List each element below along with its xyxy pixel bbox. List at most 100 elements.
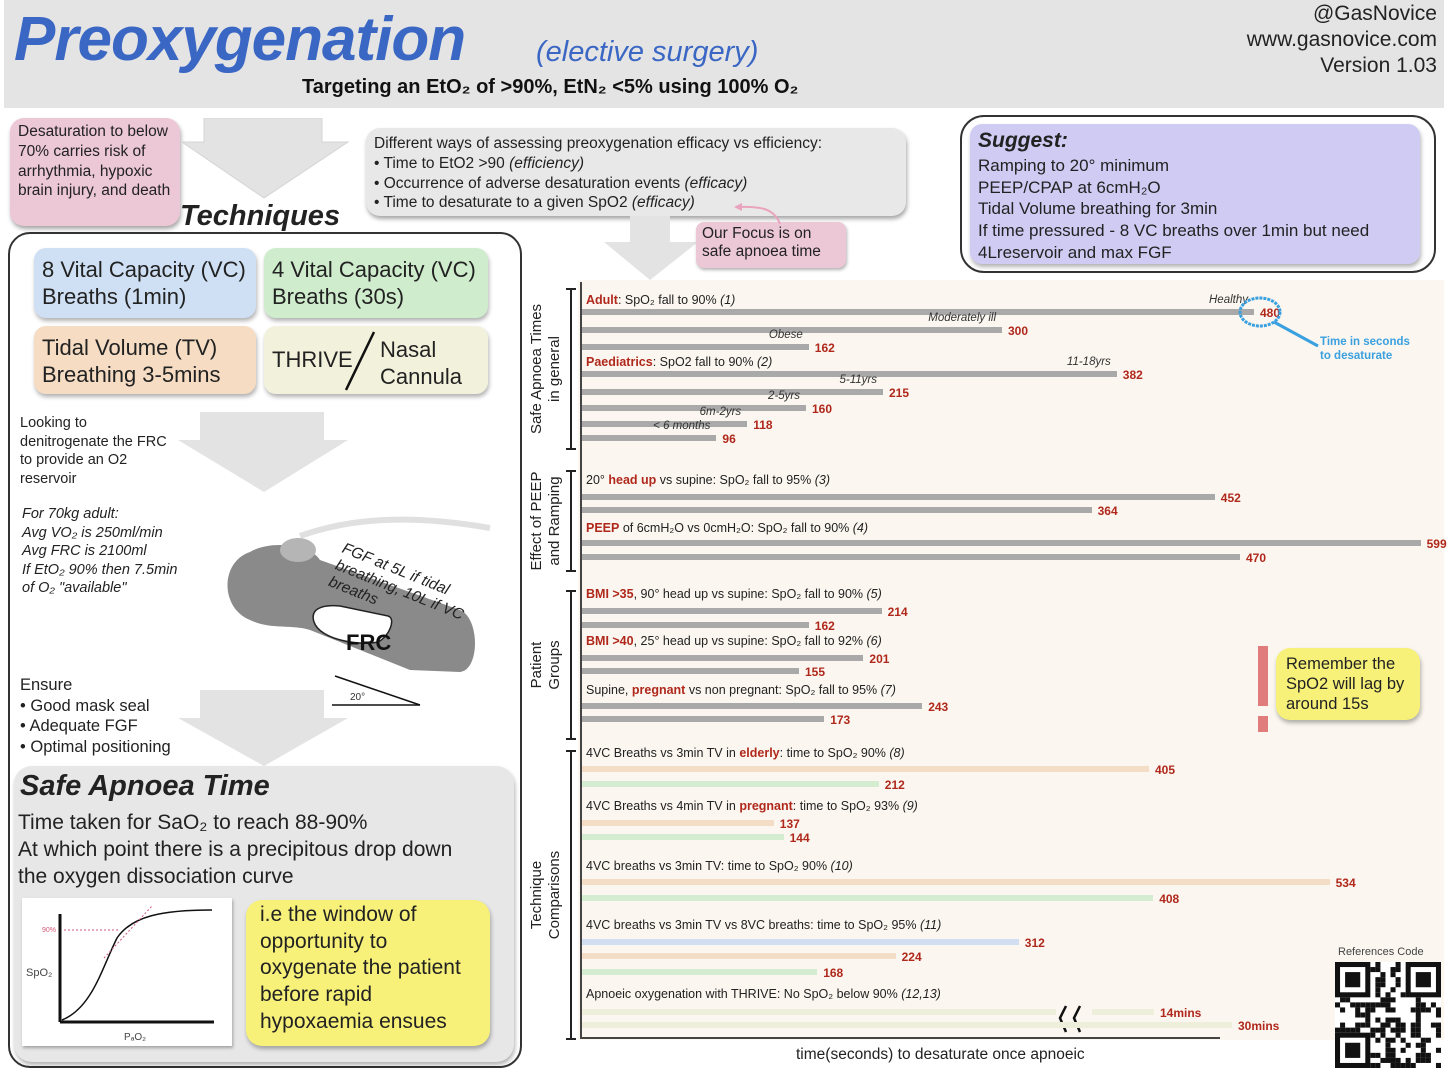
- label-highlight: pregnant: [631, 683, 686, 697]
- assessment-text: Time to EtO2 >90: [383, 154, 510, 172]
- oxygen-dissociation-curve: 90% SpO₂ PₐO₂: [22, 898, 232, 1046]
- y-axis-label: SpO₂: [26, 967, 52, 979]
- assessment-item: Time to EtO2 >90 (efficiency): [374, 154, 898, 174]
- label-reference: (2): [756, 355, 773, 369]
- bar-category-label: 5-11yrs: [839, 374, 878, 386]
- spo2-lag-reminder: Remember the SpO2 will lag by around 15s: [1276, 648, 1420, 720]
- group-label: Apnoeic oxygenation with THRIVE: No SpO₂…: [586, 987, 941, 1001]
- tagline: Targeting an EtO₂ of >90%, EtN₂ <5% usin…: [302, 76, 799, 98]
- bar-value: 155: [805, 665, 826, 679]
- bar: [582, 668, 799, 674]
- bar-value: 405: [1155, 763, 1176, 777]
- y-axis-line: [580, 282, 582, 1039]
- bar: [582, 435, 717, 441]
- bar-category-label: Moderately ill: [928, 312, 996, 324]
- bar-category-label: < 6 months: [653, 420, 711, 432]
- assessment-item: Time to desaturate to a given SpO2 (effi…: [374, 193, 898, 213]
- suggest-frame: [960, 115, 1436, 273]
- technique-8vc: 8 Vital Capacity (VC) Breaths (1min): [34, 248, 256, 318]
- bar: [582, 879, 1330, 885]
- assessment-text: Occurrence of adverse desaturation event…: [383, 174, 685, 192]
- bar: [582, 969, 818, 975]
- label-reference: (3): [814, 473, 830, 487]
- bar: [582, 554, 1240, 560]
- section-label-line: Comparisons: [546, 850, 563, 940]
- bar-value: 452: [1220, 491, 1241, 505]
- label-suffix: vs supine: SpO₂ fall to 95%: [656, 473, 815, 487]
- group-label: 4VC Breaths vs 3min TV in elderly: time …: [586, 746, 905, 760]
- x-axis-title: time(seconds) to desaturate once apnoeic: [796, 1046, 1085, 1063]
- bar-value: 137: [779, 817, 800, 831]
- bar-category-label: 6m-2yrs: [699, 406, 742, 418]
- ensure-title: Ensure: [20, 676, 73, 694]
- suggest-line: Ramping to 20° minimum: [978, 155, 1170, 175]
- bar-value: 162: [814, 341, 835, 355]
- group-label: 4VC breaths vs 3min TV vs 8VC breaths: t…: [586, 918, 941, 932]
- bar-value: 470: [1246, 551, 1267, 565]
- label-prefix: 4VC breaths vs 3min TV: time to SpO₂ 90%: [586, 859, 831, 873]
- assessment-tag: (efficacy): [631, 194, 695, 212]
- bar: [582, 622, 809, 628]
- assessment-tag: (efficiency): [509, 154, 585, 172]
- patient-ramp-diagram: FRC 20°: [227, 516, 491, 706]
- section-label-line: Effect of PEEP: [528, 471, 545, 571]
- safe-apnoea-title: Safe Apnoea Time: [20, 770, 270, 802]
- label-reference: (1): [720, 293, 736, 307]
- assessment-tag: (efficacy): [684, 174, 748, 192]
- references-qr-code[interactable]: [1334, 962, 1442, 1068]
- label-highlight: Adult: [586, 293, 618, 307]
- label-highlight: elderly: [739, 746, 780, 760]
- window-of-opportunity-note: i.e the window of opportunity to oxygena…: [246, 900, 490, 1046]
- label-reference: (7): [880, 683, 896, 697]
- label-prefix: Apnoeic oxygenation with THRIVE: No SpO₂…: [586, 987, 902, 1001]
- pointer-arrow-icon: [734, 203, 781, 225]
- ensure-list: Ensure Good mask sealAdequate FGFOptimal…: [20, 675, 171, 758]
- label-reference: (12,13): [901, 987, 941, 1001]
- label-prefix: 4VC Breaths vs 4min TV in: [586, 799, 740, 813]
- desaturation-warning: Desaturation to below 70% carries risk o…: [10, 118, 180, 226]
- bar-value: 162: [814, 619, 835, 633]
- bar-value: 243: [928, 700, 949, 714]
- bar-value: 300: [1008, 324, 1029, 338]
- label-prefix: 4VC breaths vs 3min TV vs 8VC breaths: t…: [586, 918, 920, 932]
- section-label-line: in general: [546, 336, 563, 402]
- group-label: 4VC breaths vs 3min TV: time to SpO₂ 90%…: [586, 859, 853, 873]
- down-arrow-icon: [178, 690, 348, 766]
- down-arrow-icon: [178, 412, 348, 492]
- bar-value: 173: [830, 713, 851, 727]
- label-highlight: head up: [608, 473, 657, 487]
- x-axis-line: [580, 1037, 1220, 1039]
- bar-value: 214: [887, 605, 908, 619]
- label-reference: (5): [866, 587, 882, 601]
- ninety-percent-marker: 90%: [42, 927, 56, 934]
- group-label: BMI >35, 90° head up vs supine: SpO₂ fal…: [586, 587, 882, 601]
- group-label: PEEP of 6cmH₂O vs 0cmH₂O: SpO₂ fall to 9…: [586, 521, 868, 535]
- bar: [582, 608, 882, 614]
- website-link[interactable]: www.gasnovice.com: [1246, 28, 1437, 51]
- exclamation-dot: [1258, 716, 1268, 732]
- time-annotation: Time in seconds to desaturate: [1320, 336, 1410, 362]
- assessment-methods: Different ways of assessing preoxygenati…: [366, 128, 906, 216]
- assessment-item: Occurrence of adverse desaturation event…: [374, 174, 898, 194]
- bar: [582, 389, 883, 395]
- label-suffix: of 6cmH₂O vs 0cmH₂O: SpO₂ fall to 90%: [619, 521, 853, 535]
- technique-tidal-volume: Tidal Volume (TV) Breathing 3-5mins: [34, 326, 256, 394]
- bar: [582, 540, 1421, 546]
- axis-break-icon: [1056, 1004, 1092, 1034]
- label-reference: (6): [866, 634, 882, 648]
- label-suffix: , 90° head up vs supine: SpO₂ fall to 90…: [633, 587, 867, 601]
- group-label: Paediatrics: SpO2 fall to 90% (2): [586, 355, 772, 369]
- label-prefix: Supine,: [586, 683, 632, 697]
- bar-value: 480: [1260, 306, 1281, 320]
- availability-line: Avg FRC is 2100ml: [22, 543, 147, 560]
- group-label: 20° head up vs supine: SpO₂ fall to 95% …: [586, 473, 830, 487]
- bar-value: 96: [722, 432, 736, 446]
- angle-label: 20°: [350, 692, 365, 703]
- label-highlight: PEEP: [586, 521, 620, 535]
- bar-value: 30mins: [1238, 1019, 1280, 1033]
- section-label-line: Groups: [546, 640, 563, 690]
- bar: [582, 494, 1215, 500]
